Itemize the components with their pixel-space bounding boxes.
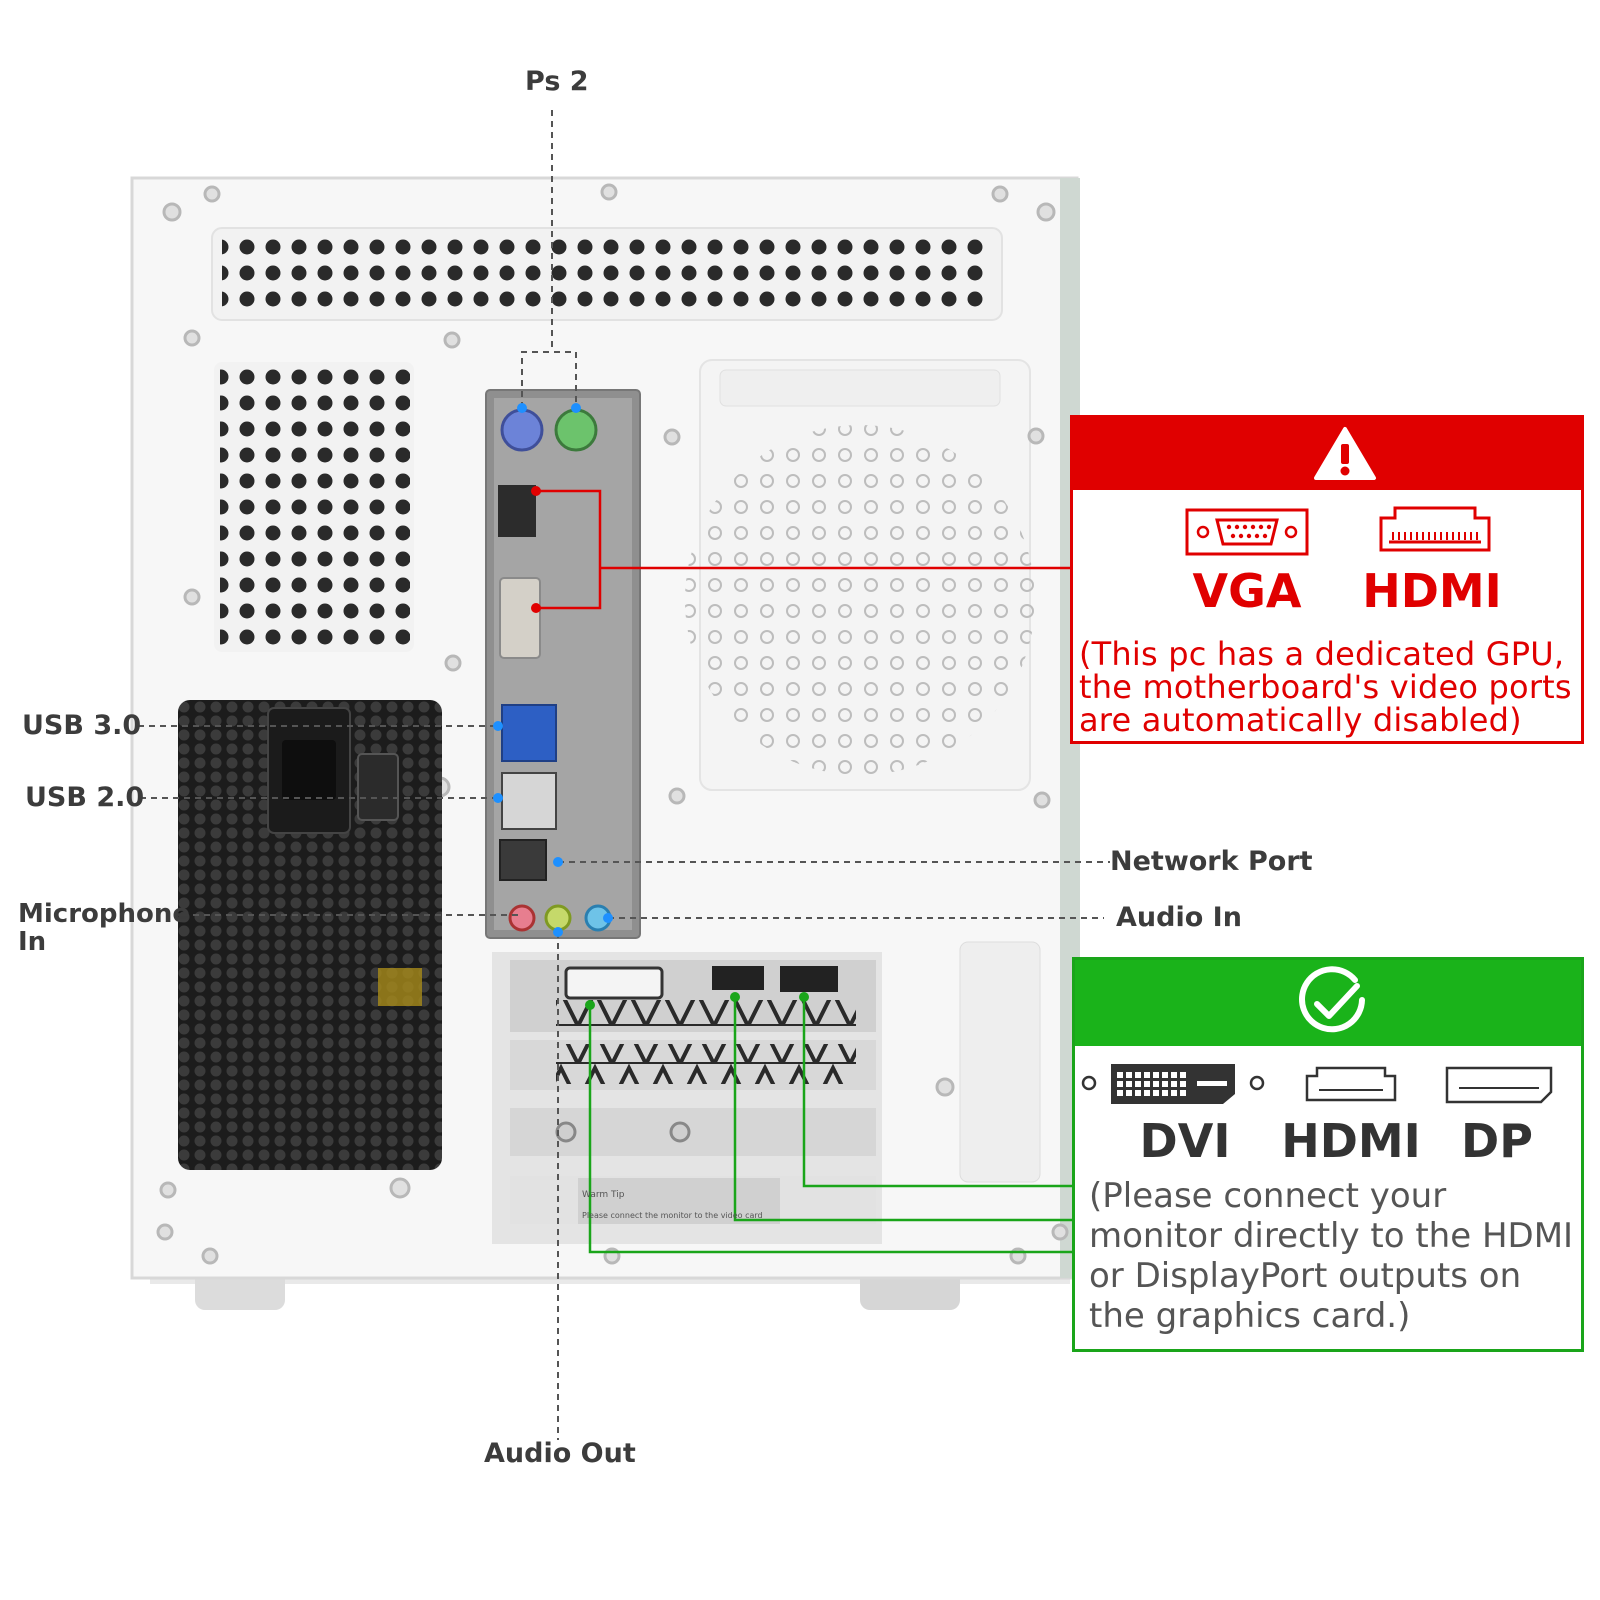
io-usb3-ports [501, 704, 557, 762]
hdmi-label: HDMI [1362, 564, 1502, 618]
vga-port-icon [1185, 508, 1309, 556]
psu-power-switch [357, 753, 399, 821]
ok-header [1075, 960, 1581, 1046]
ok-connector-lines [588, 997, 1072, 1254]
dp-label: DP [1461, 1114, 1533, 1168]
ok-note: (Please connect your monitor directly to… [1089, 1176, 1574, 1336]
psu-internal-component [378, 968, 422, 1006]
checkmark-circle-icon [1299, 966, 1365, 1033]
psu-socket-pins [282, 740, 336, 800]
warning-note: (This pc has a dedicated GPU, the mother… [1079, 635, 1572, 739]
label-usb2: USB 2.0 [25, 782, 145, 813]
io-ethernet-port [499, 839, 547, 881]
label-usb3: USB 3.0 [22, 710, 142, 741]
label-microphone-in: Microphone In [18, 899, 191, 957]
red-dot [531, 603, 541, 613]
hdmi-label: HDMI [1281, 1114, 1421, 1168]
warning-panel: VGA HDMI (This pc has a dedicated GPU, t… [1070, 415, 1584, 744]
dvi-port-icon [1081, 1064, 1265, 1104]
ps2-mouse-port [554, 408, 598, 452]
label-audio-in: Audio In [1116, 902, 1242, 933]
label-ps2: Ps 2 [525, 66, 589, 97]
ps2-keyboard-port [500, 408, 544, 452]
io-usb2-ports [501, 772, 557, 830]
label-audio-out: Audio Out [484, 1438, 636, 1469]
gpu-vent [556, 1000, 856, 1026]
ok-panel: DVI HDMI DP (Please connect your monitor… [1072, 957, 1584, 1352]
warning-triangle-icon [1314, 427, 1376, 480]
fan-grille-holes [685, 425, 1035, 775]
green-dot [730, 992, 740, 1002]
warning-connector-lines [536, 489, 1072, 610]
io-vga-port [499, 577, 541, 659]
hdmi-port-icon [1305, 1066, 1397, 1102]
gpu-dvi-port [564, 966, 664, 1000]
green-dot [799, 992, 809, 1002]
slot-cover-2-vent [556, 1044, 856, 1084]
displayport-icon [1445, 1066, 1553, 1104]
warm-tip-text: Please connect the monitor to the video … [582, 1211, 763, 1220]
callout-dots [493, 403, 613, 937]
gpu-displayport [780, 966, 838, 992]
top-vent-holes [222, 236, 992, 314]
slot-screw [669, 1121, 691, 1143]
fan-logo-plate [719, 369, 1001, 407]
callout-leaders [138, 110, 1110, 1440]
side-slot-panel [959, 941, 1041, 1183]
left-vent-holes [220, 366, 410, 648]
io-audio-out-jack [544, 904, 572, 932]
label-network-port: Network Port [1110, 846, 1313, 877]
green-dot [585, 1000, 595, 1010]
io-mic-jack [508, 904, 536, 932]
io-hdmi-port [498, 485, 536, 537]
dvi-label: DVI [1139, 1114, 1231, 1168]
warm-tip-title: Warm Tip [582, 1190, 625, 1200]
hdmi-port-icon [1379, 506, 1491, 552]
warm-tip-sticker [578, 1178, 780, 1224]
vga-label: VGA [1192, 564, 1302, 618]
red-dot [531, 486, 541, 496]
gpu-hdmi-port [712, 966, 764, 990]
warning-header [1073, 418, 1581, 490]
slot-screw [555, 1121, 577, 1143]
